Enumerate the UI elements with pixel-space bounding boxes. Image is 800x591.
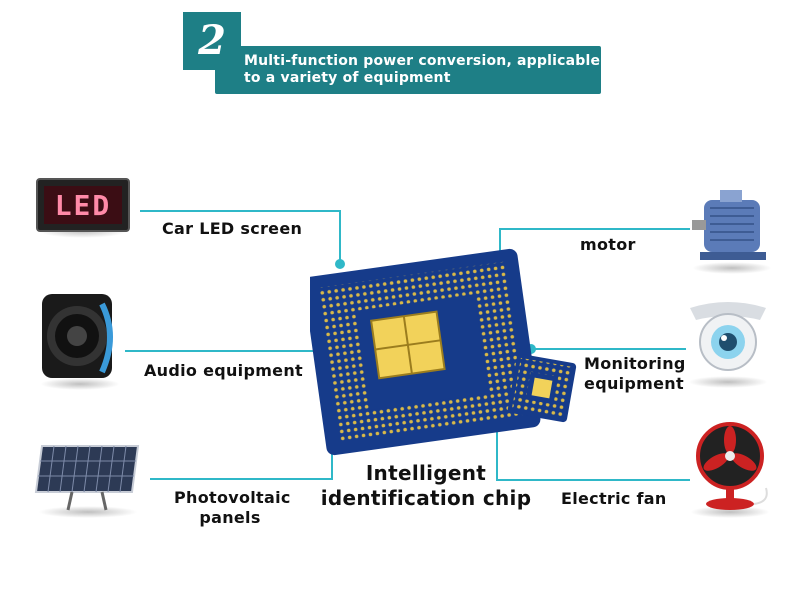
motor-label: motor — [580, 235, 636, 254]
chip-label: Intelligent identification chip — [318, 461, 534, 511]
line-led — [140, 210, 341, 262]
pv-label-line-2: panels — [199, 508, 261, 527]
pv-label-line-1: Photovoltaic — [174, 488, 291, 507]
monitor-label-line-2: equipment — [584, 374, 684, 393]
step-number: 2 — [183, 12, 241, 70]
monitor-label-line-1: Monitoring — [584, 354, 686, 373]
chip-icon — [310, 248, 577, 456]
header-text: Multi-function power conversion, applica… — [244, 53, 600, 87]
led-screen-icon: LED — [36, 178, 130, 232]
fan-icon — [696, 422, 768, 510]
car-led-label: Car LED screen — [162, 219, 303, 238]
chip-label-line-1: Intelligent — [365, 461, 487, 485]
header-line-1: Multi-function power conversion, applica… — [244, 53, 601, 69]
led-screen-text: LED — [54, 188, 112, 222]
line-pv — [150, 427, 333, 480]
dot-led — [335, 259, 345, 269]
camera-icon — [690, 302, 766, 371]
line-fan — [496, 428, 690, 481]
chip-label-line-2: identification chip — [320, 486, 532, 510]
audio-label: Audio equipment — [144, 361, 303, 380]
motor-icon — [692, 190, 766, 260]
pv-label: Photovoltaic panels — [174, 488, 291, 528]
header-banner — [215, 46, 601, 94]
monitor-label: Monitoring equipment — [584, 354, 686, 394]
speaker-icon — [42, 294, 113, 378]
solar-panel-icon — [34, 445, 140, 511]
fan-label: Electric fan — [561, 489, 667, 508]
header-line-2: to a variety of equipment — [244, 70, 451, 86]
